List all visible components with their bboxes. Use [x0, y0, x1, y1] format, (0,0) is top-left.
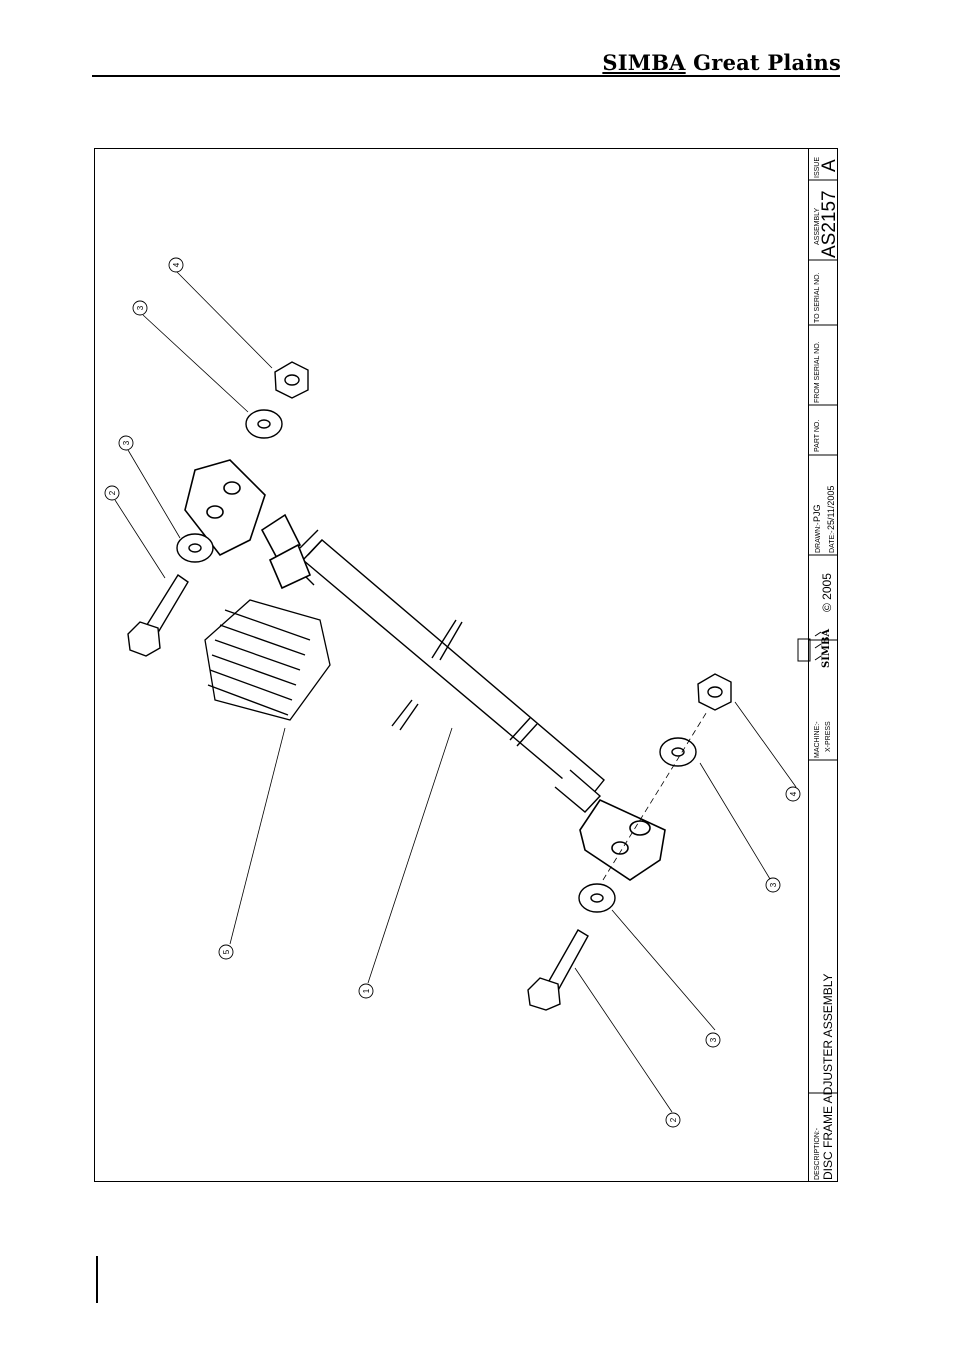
- callout-top-4: 4: [172, 262, 181, 267]
- assembly-value: AS2157: [819, 190, 840, 258]
- logo-text: SIMBA: [821, 629, 832, 668]
- callout-top-2: 2: [108, 490, 117, 495]
- spacer-stack: [205, 600, 330, 720]
- callout-bot-4: 4: [789, 791, 798, 796]
- drawn-value: PJG: [812, 504, 822, 522]
- upper-clevis: [185, 460, 310, 588]
- date-value: 25/11/2005: [826, 486, 836, 530]
- issue-value: A: [819, 159, 840, 172]
- adjuster-shaft: [296, 530, 604, 812]
- callout-bot-3a: 3: [769, 882, 778, 887]
- callout-mid-1: 1: [362, 988, 371, 993]
- description-label: DESCRIPTION:-: [814, 1127, 821, 1180]
- callout-group: [105, 258, 800, 1127]
- simba-logo: SIMBA: [798, 629, 832, 668]
- copyright-text: © 2005: [820, 573, 834, 612]
- from-serial-label: FROM SERIAL NO.: [814, 341, 821, 403]
- nuts: [275, 362, 731, 710]
- callout-bot-3b: 3: [709, 1037, 718, 1042]
- part-no-label: PART NO.: [814, 420, 821, 452]
- callout-top-3a: 3: [136, 305, 145, 310]
- page-edge-mark: [96, 1256, 98, 1303]
- description-value: DISC FRAME ADJUSTER ASSEMBLY: [821, 974, 835, 1181]
- machine-label: MACHINE:-: [814, 721, 821, 758]
- machine-value: X-PRESS: [825, 721, 832, 752]
- to-serial-label: TO SERIAL NO.: [814, 272, 821, 323]
- upper-bolt: [128, 575, 188, 656]
- lower-bolt: [528, 930, 588, 1010]
- callout-mid-5: 5: [222, 949, 231, 954]
- lower-clevis: [580, 800, 665, 880]
- callout-bot-2: 2: [669, 1117, 678, 1122]
- date-label: DATE:-: [829, 530, 836, 553]
- drawn-label: DRAWN:-: [815, 522, 822, 553]
- callout-top-3b: 3: [122, 440, 131, 445]
